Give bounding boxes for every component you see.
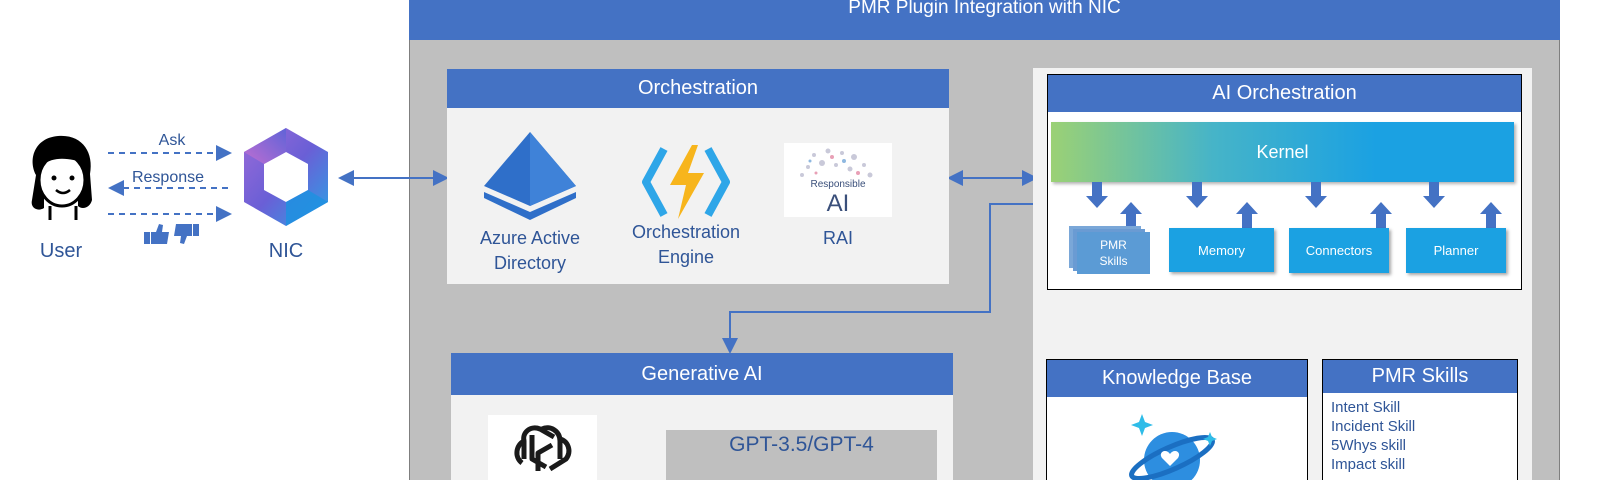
arrow-up-planner (1480, 202, 1502, 228)
orchestration-engine-label: Orchestration Engine (616, 220, 756, 270)
kernel-bar: Kernel (1051, 122, 1514, 182)
kernel-label: Kernel (1256, 141, 1309, 162)
ai-orchestration-title: AI Orchestration (1048, 75, 1521, 112)
memory-box: Memory (1169, 228, 1274, 272)
cosmos-db-logo (1128, 410, 1228, 485)
pmr-skills-stack: PMR Skills (1077, 232, 1150, 274)
pmr-skills-list: Intent Skill Incident Skill 5Whys skill … (1331, 398, 1511, 480)
generative-ai-title: Generative AI (451, 353, 953, 395)
orchestration-title-text: Orchestration (637, 77, 759, 99)
azure-ad-label: Azure Active Directory (460, 226, 600, 276)
orchestration-title: Orchestration (447, 69, 949, 108)
list-item: Impact skill (1331, 456, 1406, 473)
pmr-skills-stack-line2: Skills (1099, 254, 1128, 268)
main-panel-title: PMR Plugin Integration with NIC (409, 0, 1560, 40)
knowledge-base-title-text: Knowledge Base (1101, 367, 1253, 389)
orchestration-engine-label-line1: Orchestration (631, 222, 741, 242)
response-label: Response (132, 169, 204, 186)
user-icon (31, 135, 93, 220)
rai-label-line1: RAI (822, 228, 853, 248)
connectors-box: Connectors (1289, 228, 1389, 273)
pmr-skills-title-text: PMR Skills (1371, 365, 1469, 387)
thumbs-up-icon (144, 224, 169, 244)
rai-label: RAI (790, 226, 886, 251)
model-box: GPT-3.5/GPT-4 (666, 430, 937, 480)
knowledge-base-title: Knowledge Base (1047, 360, 1307, 397)
nic-logo (234, 122, 338, 234)
main-panel-title-text: PMR Plugin Integration with NIC (848, 0, 1121, 18)
openai-icon (514, 425, 572, 472)
connectors-label: Connectors (1305, 243, 1373, 258)
generative-ai-title-text: Generative AI (641, 362, 763, 385)
lightning-icon (642, 145, 730, 219)
thumbs-down-icon (174, 224, 199, 244)
ai-orchestration-title-text: AI Orchestration (1212, 82, 1357, 104)
pmr-skills-title: PMR Skills (1323, 360, 1517, 393)
user-label: User (39, 240, 83, 262)
planner-label: Planner (1433, 243, 1479, 258)
arrow-down-connectors (1305, 182, 1327, 208)
ai-to-generative-arrow (722, 203, 1047, 354)
arrow-down-planner (1423, 182, 1445, 208)
planner-box: Planner (1406, 228, 1506, 273)
list-item: Incident Skill (1331, 418, 1416, 435)
list-item: 5Whys skill (1331, 437, 1407, 454)
arrow-up-pmr (1120, 202, 1142, 228)
ask-label: Ask (159, 132, 187, 149)
user-nic-arrows: Ask Response (108, 132, 232, 244)
azure-ad-label-line2: Directory (493, 253, 566, 273)
responsible-ai-icon: Responsible AI (800, 148, 873, 217)
rai-logo-text: Responsible (810, 179, 865, 190)
rai-logo-ai: AI (827, 190, 850, 217)
orchestration-engine-logo (642, 143, 730, 221)
arrow-up-memory (1236, 202, 1258, 228)
pmr-skills-stack-line1: PMR (1100, 238, 1127, 252)
rai-logo: Responsible AI (784, 143, 892, 217)
openai-logo (488, 415, 597, 480)
model-label: GPT-3.5/GPT-4 (729, 433, 874, 456)
azure-ad-logo (478, 130, 582, 222)
azure-ad-label-line1: Azure Active (479, 228, 581, 248)
list-item: Intent Skill (1331, 399, 1401, 416)
nic-label: NIC (268, 240, 304, 262)
nic-icon (244, 128, 328, 226)
memory-label: Memory (1198, 242, 1245, 258)
arrow-down-pmr (1086, 182, 1108, 208)
planet-icon (1129, 414, 1217, 485)
user-avatar (20, 130, 102, 222)
arrow-up-connectors (1370, 202, 1392, 228)
kernel-block-arrows (1086, 182, 1502, 228)
orchestration-engine-label-line2: Engine (657, 247, 715, 267)
azure-ad-icon (484, 132, 576, 220)
arrow-down-memory (1186, 182, 1208, 208)
